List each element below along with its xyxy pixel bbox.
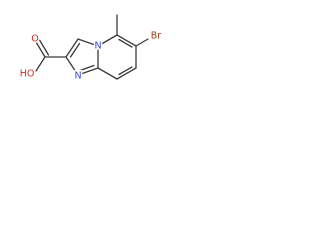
atom-oxygen-carbonyl-label: O bbox=[31, 34, 38, 45]
atom-nitrogen-ring-label: N bbox=[74, 71, 81, 82]
bond-c5-c6-inner bbox=[118, 38, 133, 48]
atom-bromine-label: Br bbox=[151, 31, 162, 42]
atom-nitrogen-bridge-label: N bbox=[94, 41, 101, 52]
bond-c5-c6 bbox=[116, 34, 137, 47]
chemical-structure: N N Br O HO bbox=[18, 14, 163, 83]
atom-hydroxyl-label: HO bbox=[20, 69, 35, 80]
bond-carboxyl-o-double-b bbox=[38, 39, 50, 56]
bond-n4-c5 bbox=[97, 34, 118, 47]
bond-carboxyl-oh bbox=[35, 56, 46, 72]
bond-c2-n1 bbox=[65, 56, 79, 76]
bond-n1-c8a bbox=[77, 67, 99, 76]
bond-c7-c8-inner bbox=[118, 66, 133, 76]
bond-c8-c8a bbox=[97, 67, 118, 80]
bond-c6-br bbox=[135, 38, 149, 47]
bond-c3-c2 bbox=[65, 38, 79, 58]
bond-carboxyl-o-double-a bbox=[35, 41, 46, 58]
bond-c7-c8 bbox=[116, 67, 137, 80]
bond-n4-c3 bbox=[77, 38, 99, 47]
bond-n1-c8a-inner bbox=[79, 64, 95, 72]
bond-c3-c2-inner bbox=[69, 42, 81, 58]
